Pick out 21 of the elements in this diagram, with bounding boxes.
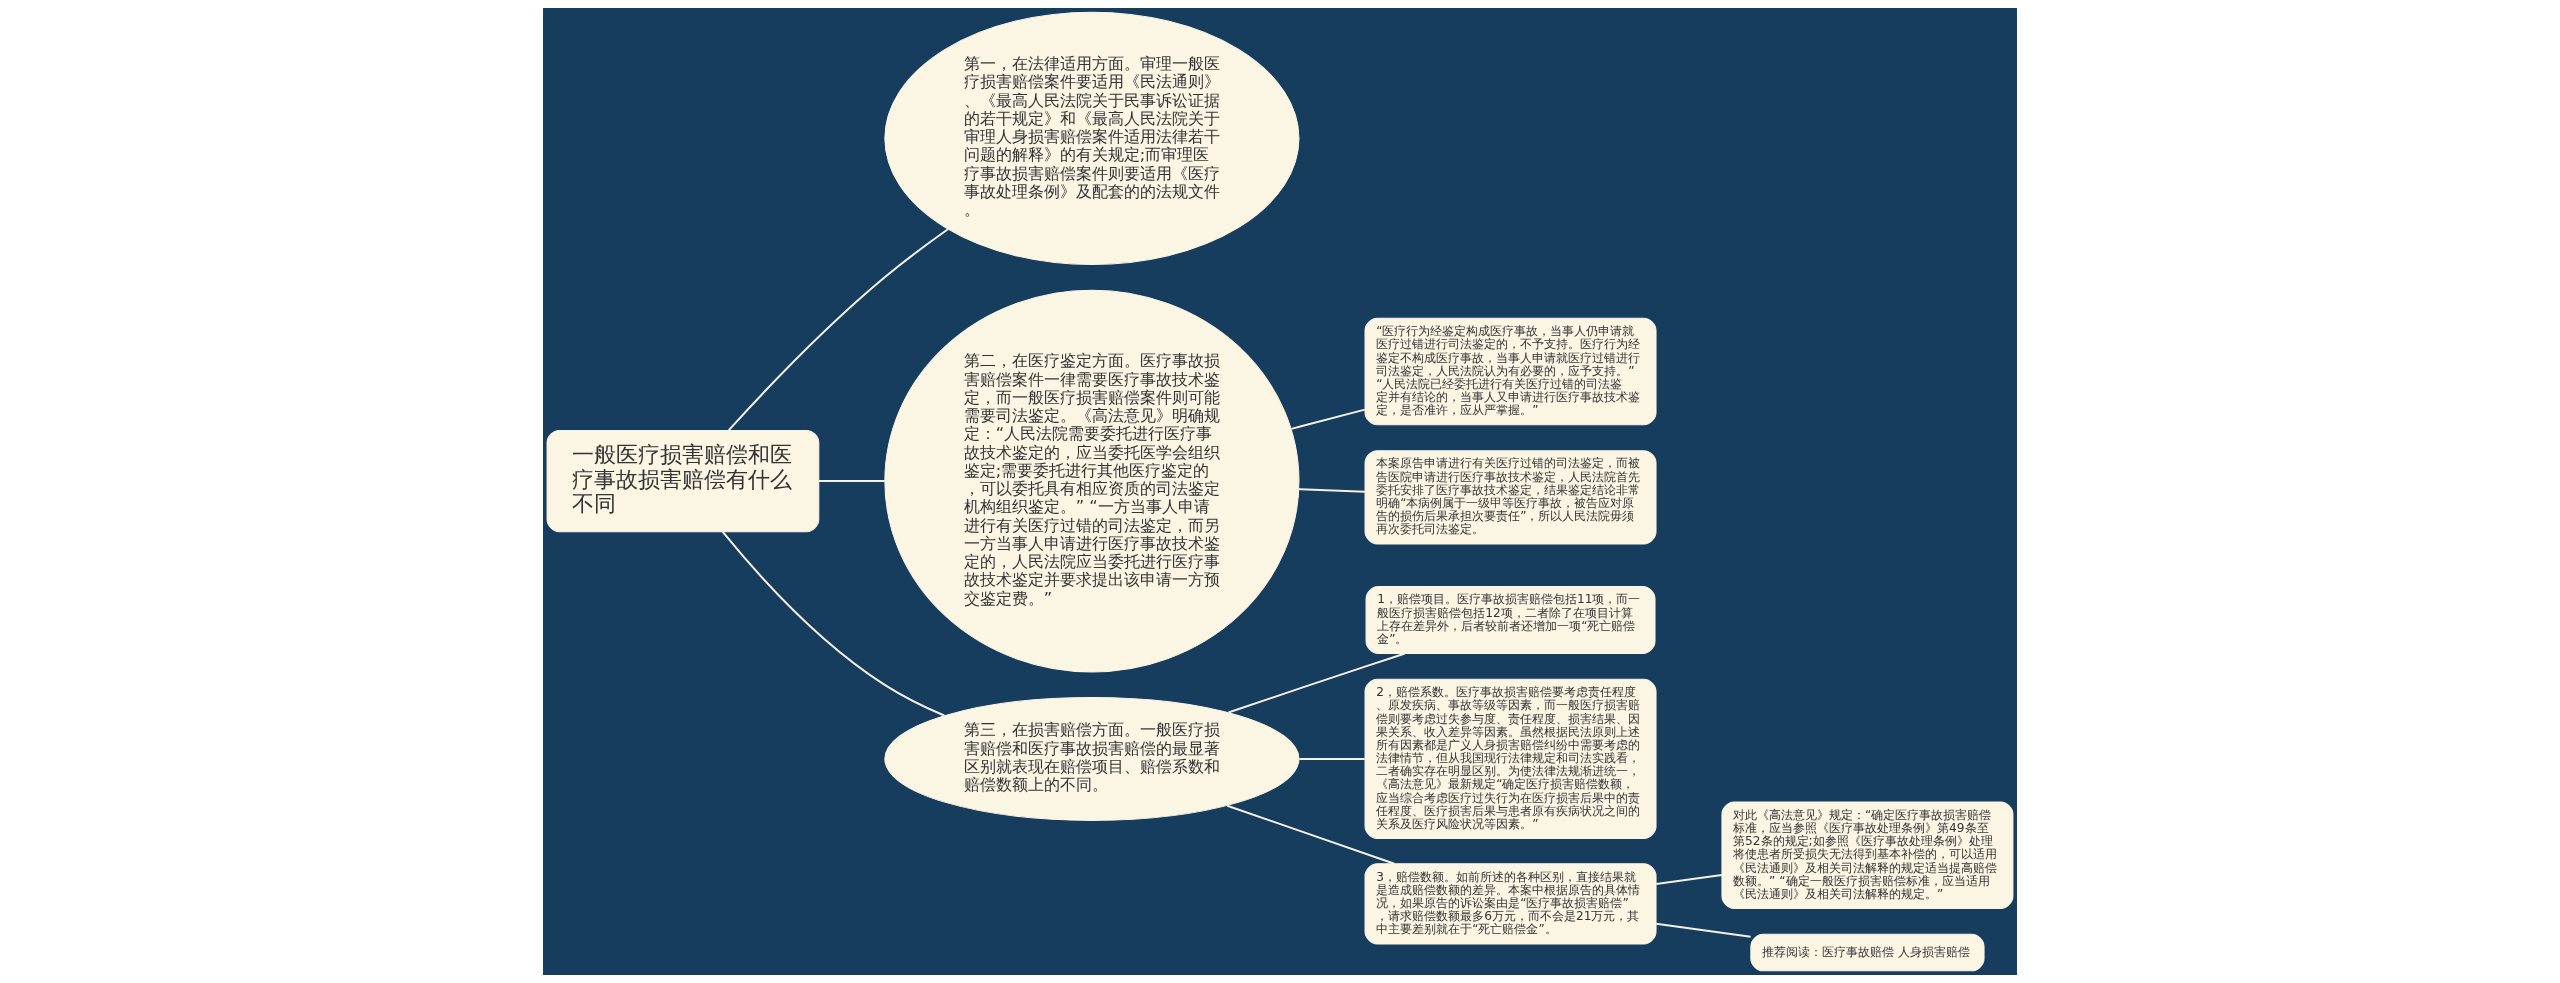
node-ellipse: 第一，在法律适用方面。审理一般医疗损害赔偿案件要适用《民法通则》、《最高人民法院关于民事诉讼证据的若干规定》和《最高人民法院关于审理人身损害赔偿案件适用法律若干问题的解释》的有关规定;而审理医疗事故损害赔偿案件则要适用《医疗事故处理条例》及配套的的法规文件。	[884, 11, 1300, 265]
node-box: 一般医疗损害赔偿和医疗事故损害赔偿有什么不同	[546, 429, 820, 533]
connector	[728, 228, 949, 431]
node-box: 3，赔偿数额。如前所述的各种区别，直接结果就是造成赔偿数额的差异。本案中根据原告的具体情况，如果原告的诉讼案由是“医疗事故损害赔偿”，请求赔偿数额最多6万元，而不会是21万元，其中主要差别就在于“死亡赔偿金”。	[1364, 863, 1657, 945]
connector	[818, 480, 885, 483]
connector	[1656, 922, 1751, 938]
connector	[1299, 757, 1365, 760]
node-circle: 第二，在医疗鉴定方面。医疗事故损害赔偿案件一律需要医疗事故技术鉴定，而一般医疗损害赔偿案件则可能需要司法鉴定。《高法意见》明确规定：“人民法院需要委托进行医疗事故技术鉴定的，应当委托医学会组织鉴定;需要委托进行其他医疗鉴定的，可以委托具有相应资质的司法鉴定机构组织鉴定。” “一方当事人申请进行有关医疗过错的司法鉴定，而另一方当事人申请进行医疗事故技术鉴定的，人民法院应当委托进行医疗事故技术鉴定并要求提出该申请一方预交鉴定费。”	[884, 289, 1300, 673]
node-box: “医疗行为经鉴定构成医疗事故，当事人仍申请就医疗过错进行司法鉴定的，不予支持。医疗行为经鉴定不构成医疗事故，当事人申请就医疗过错进行司法鉴定，人民法院认为有必要的，应予支持。” “人民法院已经委托进行有关医疗过错的司法鉴定并有结论的，当事人又申请进行医疗事故技术鉴定，是否准许，应从严掌握。”	[1364, 317, 1657, 426]
connector	[721, 531, 945, 717]
node-box: 2，赔偿系数。医疗事故损害赔偿要考虑责任程度、原发疾病、事故等级等因素，而一般医疗损害赔偿则要考虑过失参与度、责任程度、损害结果、因果关系、收入差异等因素。虽然根据民法原则上述所有因素都是广义人身损害赔偿纠纷中需要考虑的法律情节，但从我国现行法律规定和司法实践看，二者确实存在明显区别。为使法律法规渐进统一，《高法意见》最新规定“确定医疗损害赔偿数额，应当综合考虑医疗过失行为在医疗损害后果中的责任程度、医疗损害后果与患者原有疾病状况之间的关系及医疗风险状况等因素。”	[1364, 678, 1657, 839]
node-box: 本案原告申请进行有关医疗过错的司法鉴定，而被告医院申请进行医疗事故技术鉴定，人民法院首先委托安排了医疗事故技术鉴定，结果鉴定结论非常明确“本病例属于一级甲等医疗事故，被告应对原告的损伤后果承担次要责任”，所以人民法院毋须再次委托司法鉴定。	[1364, 450, 1657, 545]
connector	[1291, 408, 1366, 430]
connector	[1299, 488, 1365, 493]
connector	[1227, 804, 1395, 865]
node-ellipse: 第三，在损害赔偿方面。一般医疗损害赔偿和医疗事故损害赔偿的最显著区别就表现在赔偿项目、赔偿系数和赔偿数额上的不同。	[884, 696, 1300, 821]
node-box: 对此《高法意见》规定：“确定医疗事故损害赔偿标准，应当参照《医疗事故处理条例》第49条至第52条的规定;如参照《医疗事故处理条例》处理将使患者所受损失无法得到基本补偿的，可以适用《民法通则》及相关司法解释的规定适当提高赔偿数额。” “确定一般医疗损害赔偿标准，应当适用《民法通则》及相关司法解释的规定。”	[1721, 801, 2014, 909]
connector	[1656, 874, 1722, 886]
node-box: 1，赔偿项目。医疗事故损害赔偿包括11项，而一般医疗损害赔偿包括12项，二者除了在项目计算上存在差异外，后者较前者还增加一项“死亡赔偿金”。	[1365, 586, 1656, 654]
node-box: 推荐阅读：医疗事故赔偿 人身损害赔偿	[1750, 933, 1985, 972]
connector	[1228, 652, 1406, 714]
